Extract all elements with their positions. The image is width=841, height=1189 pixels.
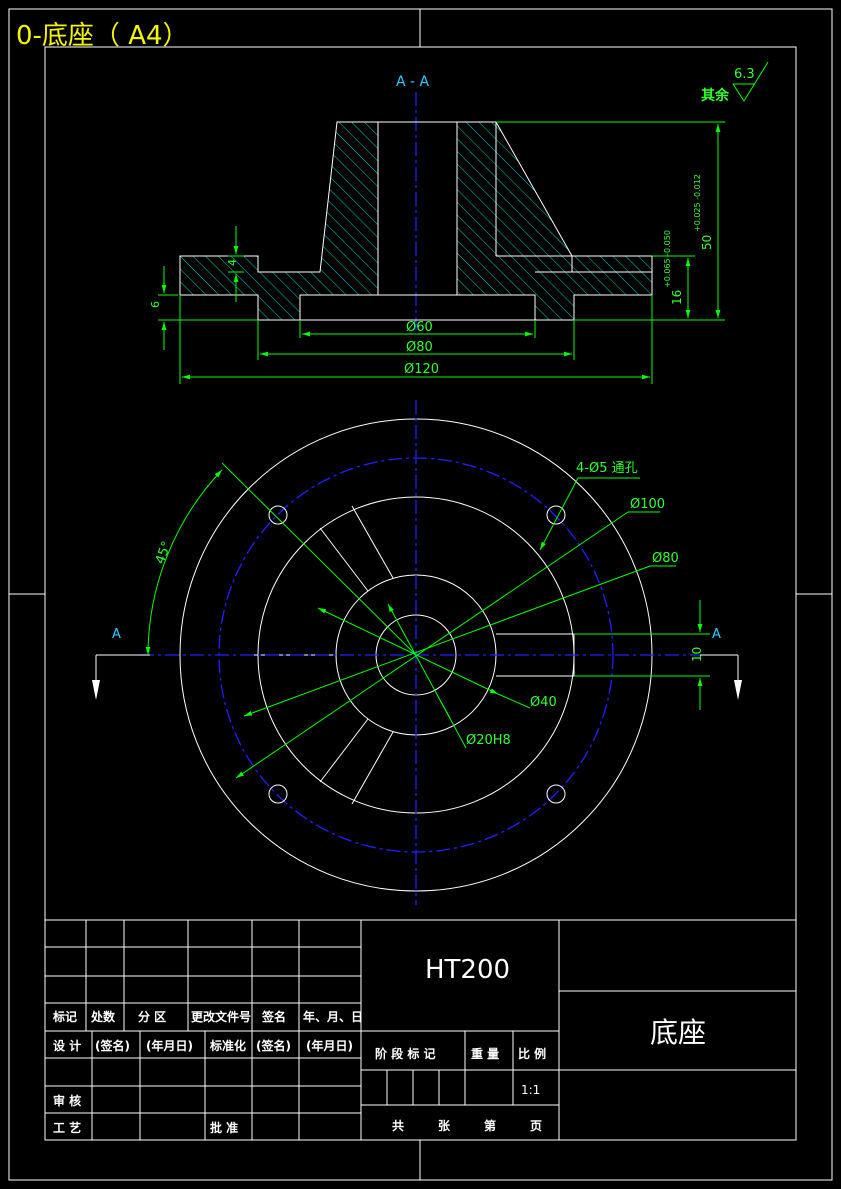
design-cell: 标准化 (209, 1038, 246, 1053)
rev-header: 年、月、日 (303, 1009, 363, 1024)
rev-header: 处数 (90, 1009, 116, 1024)
stage-header: 阶 段 标 记 (375, 1046, 436, 1061)
material: HT200 (425, 955, 510, 985)
rev-header: 分 区 (138, 1009, 166, 1024)
design-cell: (签名) (256, 1038, 291, 1053)
rev-header: 标记 (52, 1009, 77, 1024)
sheet-border (8, 8, 833, 1181)
sheet-text: 张 (438, 1118, 451, 1133)
bolt-hole (268, 784, 288, 804)
bolt-hole (546, 784, 566, 804)
rev-header: 签名 (261, 1009, 286, 1024)
dim-h4: 4 (226, 259, 239, 266)
title-block: 标记 处数 分 区 更改文件号 签名 年、月、日 设 计 (签名) (年月日) … (44, 919, 797, 1141)
dim-d80-plan: Ø80 (652, 551, 679, 566)
dim-d120: Ø120 (404, 362, 439, 377)
plan-view: 10 A A 45° 4-Ø5 通孔 Ø100 Ø80 Ø40 Ø20H8 (92, 400, 742, 905)
section-mark-left: A (112, 627, 121, 642)
roughness-label: 其余 (701, 87, 730, 104)
section-view-label: A - A (396, 74, 430, 90)
dim-angle: 45° (153, 539, 175, 566)
scale: 1:1 (521, 1083, 540, 1097)
dim-d60: Ø60 (406, 320, 433, 335)
section-mark-right: A (712, 627, 721, 642)
dim-h50-tol: +0.025 -0.012 (693, 174, 702, 232)
dim-h16-tol: +0.065 -0.050 (663, 230, 672, 288)
dim-h16: 16 (670, 290, 684, 305)
dim-holes: 4-Ø5 通孔 (576, 461, 638, 476)
approve-label: 批 准 (210, 1120, 238, 1135)
dim-h6: 6 (149, 301, 162, 308)
part-name: 底座 (650, 1016, 706, 1049)
dim-d40: Ø40 (530, 695, 557, 710)
roughness-value: 6.3 (734, 67, 755, 82)
rev-header: 更改文件号 (191, 1009, 251, 1024)
process-label: 工 艺 (53, 1120, 81, 1135)
dim-d100: Ø100 (630, 497, 665, 512)
section-view: A - A Ø60 Ø80 Ø120 4 (149, 74, 725, 384)
sheet-text: 共 (392, 1118, 404, 1133)
design-cell: (年月日) (306, 1038, 353, 1053)
design-cell: 设 计 (53, 1038, 81, 1053)
roughness-symbol: 6.3 其余 (701, 61, 769, 104)
bolt-hole (546, 505, 566, 525)
design-cell: (签名) (95, 1038, 130, 1053)
bolt-hole (268, 505, 288, 525)
review-label: 审 核 (53, 1093, 81, 1108)
drawing-title: 0-底座（ A4） (16, 21, 189, 51)
dim-h50: 50 (700, 235, 714, 250)
dim-d20: Ø20H8 (466, 733, 511, 748)
design-cell: (年月日) (146, 1038, 193, 1053)
dim-d80-section: Ø80 (406, 340, 433, 355)
stage-header: 重 量 (471, 1046, 499, 1061)
stage-header: 比 例 (518, 1046, 546, 1061)
sheet-text: 第 (484, 1118, 496, 1133)
sheet-text: 页 (530, 1119, 542, 1133)
